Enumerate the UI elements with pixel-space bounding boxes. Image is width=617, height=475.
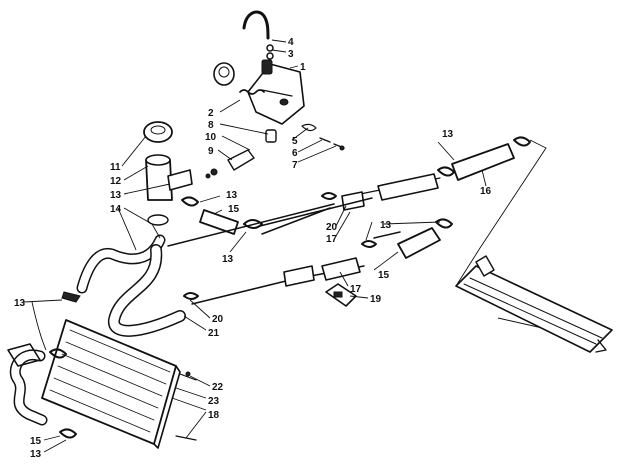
hose-lower-curved [108,244,186,337]
callout-23: 23 [208,396,220,407]
callout-13: 13 [14,298,26,309]
drain-fittings [175,371,197,441]
callout-3: 3 [288,49,294,60]
callout-5: 5 [292,136,298,147]
callout-labels: 4 3 1 2 8 10 9 5 6 7 11 12 13 14 13 15 1… [14,37,492,460]
filler-cap [143,121,173,143]
callout-12: 12 [110,176,122,187]
hose-right-lower [397,218,453,259]
bracket-piece [325,283,357,307]
callout-13: 13 [442,129,454,140]
callout-13: 13 [380,220,392,231]
leader-lines [23,39,487,453]
callout-14: 14 [110,204,122,215]
coolant-line-upper [167,173,441,247]
thermostat-housing [247,59,305,125]
callout-20: 20 [212,314,224,325]
heat-exchanger-right [455,255,613,353]
clamp-tee [181,196,199,207]
callout-15: 15 [30,436,42,447]
callout-16: 16 [480,186,492,197]
callout-2: 2 [208,108,214,119]
callout-17: 17 [350,284,362,295]
callout-13: 13 [222,254,234,265]
callout-1: 1 [300,62,306,73]
callout-22: 22 [212,382,224,393]
gasket [301,123,317,132]
callout-13: 13 [226,190,238,201]
hose-radiator-left [7,343,48,426]
callout-15: 15 [228,204,240,215]
callout-4: 4 [288,37,294,48]
callout-7: 7 [292,160,298,171]
callout-17: 17 [326,234,338,245]
callout-21: 21 [208,328,220,339]
hose-upper-left [76,234,166,294]
short-hose [199,209,239,235]
callout-11: 11 [110,162,121,173]
callout-8: 8 [208,120,214,131]
callout-15: 15 [378,270,390,281]
callout-10: 10 [205,132,217,143]
filler-neck-tee [145,154,193,226]
callout-20: 20 [326,222,338,233]
fitting-small [265,129,277,143]
callout-13: 13 [30,449,42,460]
callout-6: 6 [292,148,298,159]
callout-19: 19 [370,294,382,305]
spring [239,89,265,95]
callout-9: 9 [208,146,214,157]
radiator-clamps [49,291,81,439]
bolts [319,137,345,151]
radiator-cap [213,62,235,86]
clamps-mid [183,192,377,300]
bleeder-fitting [205,149,255,179]
callout-18: 18 [208,410,220,421]
radiator [41,319,181,449]
hook-bracket [242,10,270,40]
hose-right-upper [437,136,531,181]
callout-13: 13 [110,190,122,201]
small-washers [266,44,274,60]
coolant-line-lower [191,197,401,305]
